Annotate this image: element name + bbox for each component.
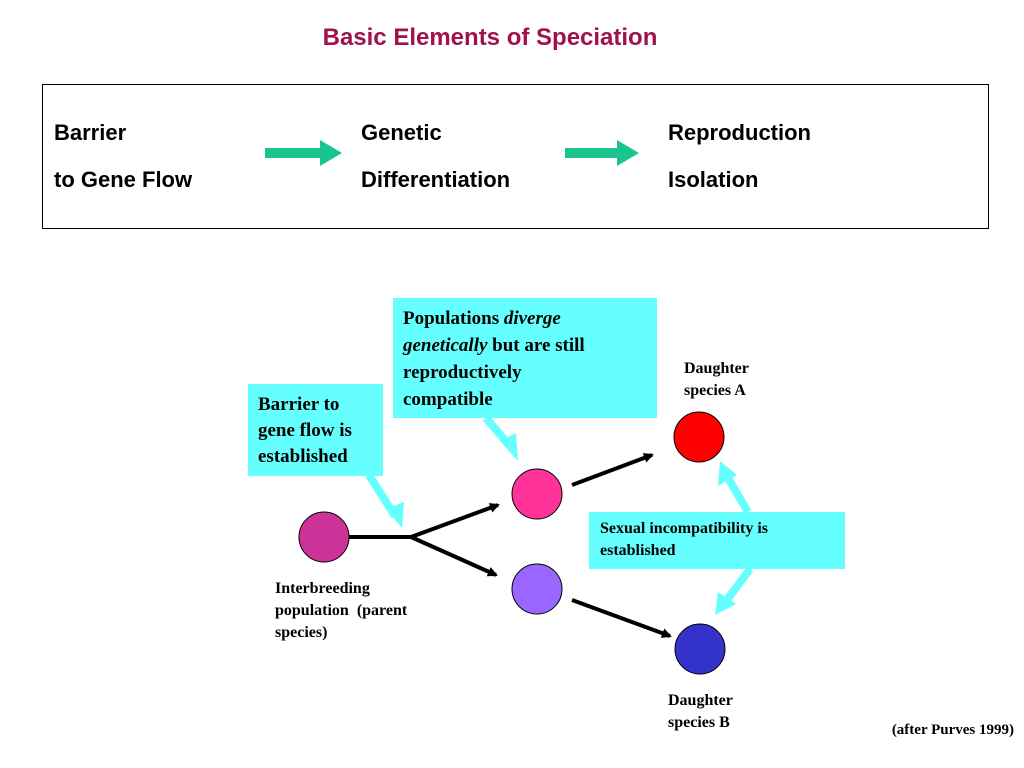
stage-genetic-differentiation: Genetic Differentiation <box>361 109 510 203</box>
stage-barrier-line2: to Gene Flow <box>54 167 193 192</box>
pointer-barrier-head <box>386 502 404 528</box>
label-daughter-b-line2: species B <box>668 714 730 731</box>
diverging-population-pink-node <box>511 468 563 520</box>
note-sexual-line1: Sexual incompatibility is <box>600 520 769 537</box>
process-arrow-2 <box>565 140 639 166</box>
label-daughter-b-line1: Daughter <box>668 692 733 709</box>
stage-reproduction-line1: Reproduction <box>668 120 811 145</box>
process-box <box>42 84 989 229</box>
note-barrier-established: Barrier to gene flow is established <box>248 384 383 476</box>
daughter-a-node <box>673 411 725 463</box>
label-daughter-a-line2: species A <box>684 382 746 399</box>
stage-reproduction-isolation: Reproduction Isolation <box>668 109 811 203</box>
note-barrier-line3: established <box>258 446 348 467</box>
lineage-to-daughter-a <box>571 453 654 487</box>
label-parent-population: Interbreeding population (parent species… <box>275 578 407 644</box>
lineage-to-pink <box>410 503 500 539</box>
label-daughter-a: Daughter species A <box>684 358 749 402</box>
note-barrier-line1: Barrier to <box>258 394 340 415</box>
pointer-sexual-up-head <box>718 461 737 486</box>
note-barrier-line2: gene flow is <box>258 420 352 441</box>
note-diverge-rest1: but are still <box>492 335 585 356</box>
pointer-sexual-down-head <box>715 592 736 615</box>
note-diverge-word2: diverge <box>503 308 561 329</box>
stage-barrier-line1: Barrier <box>54 120 127 145</box>
note-sexual-incompatibility: Sexual incompatibility is established <box>589 512 845 569</box>
stage-genetic-line1: Genetic <box>361 120 442 145</box>
source-credit: (after Purves 1999) <box>891 722 1014 738</box>
label-daughter-b: Daughter species B <box>668 690 733 734</box>
stage-genetic-line2: Differentiation <box>361 167 511 192</box>
parent-population-node <box>298 511 350 563</box>
pointer-sexual-down <box>723 566 754 603</box>
note-diverge-line4: compatible <box>403 389 493 410</box>
lineage-to-violet <box>410 535 498 577</box>
label-parent-line3: species) <box>275 624 328 641</box>
pointer-sexual-up <box>724 475 752 515</box>
note-populations-diverge: Populations diverge genetically but are … <box>393 298 657 418</box>
page-title: Basic Elements of Speciation <box>322 24 658 51</box>
note-diverge-line3: reproductively <box>403 362 522 383</box>
stage-barrier: Barrier to Gene Flow <box>54 109 192 203</box>
note-diverge-line2: genetically but are still <box>403 332 647 359</box>
note-sexual-line2: established <box>600 542 676 559</box>
daughter-b-node <box>674 623 726 675</box>
note-diverge-line1: Populations diverge <box>403 305 647 332</box>
lineage-to-daughter-b <box>571 598 672 638</box>
label-parent-line1: Interbreeding <box>275 580 370 597</box>
process-arrow-1 <box>265 140 342 166</box>
pointer-diverge-head <box>500 433 518 461</box>
note-diverge-word3: genetically <box>403 335 488 356</box>
label-parent-line2: population (parent <box>275 602 408 619</box>
stage-reproduction-line2: Isolation <box>668 167 759 192</box>
label-daughter-a-line1: Daughter <box>684 360 749 377</box>
note-diverge-word1: Populations <box>403 308 500 329</box>
diverging-population-violet-node <box>511 563 563 615</box>
